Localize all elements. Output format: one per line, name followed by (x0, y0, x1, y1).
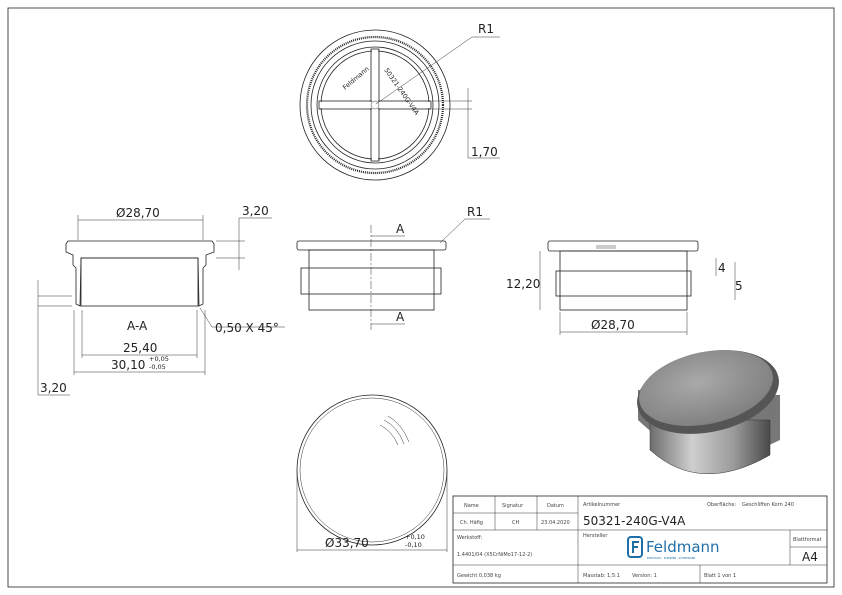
bottom-diameter: Ø33,70 (325, 536, 369, 550)
material-label: Werkstoff: (457, 535, 483, 541)
sheet-border (7, 7, 835, 588)
outer-width-tol-minus: -0,05 (149, 363, 166, 371)
surface-value: Geschliffen Korn 240 (742, 502, 794, 508)
front-view: A A R1 (296, 205, 490, 330)
flange-height-dimension: 3,20 (242, 204, 269, 218)
version: Version: 1 (632, 573, 657, 579)
section-diameter-top: Ø28,70 (116, 206, 160, 220)
bottom-height-dimension: 3,20 (40, 381, 67, 395)
front-radius-label: R1 (467, 205, 483, 219)
title-block: Name Signatur Datum Ch. Häfig CH 23.04.2… (452, 495, 828, 584)
rib-width-dimension: 1,70 (471, 145, 498, 159)
logo-text: Feldmann (646, 538, 720, 556)
section-label: A-A (127, 319, 148, 333)
dim-5: 5 (735, 279, 743, 293)
logo-tagline: EDELSTAHL · KLEMMEN · SCHWEISSEN (647, 556, 695, 560)
chamfer-dimension: 0,50 X 45° (215, 321, 279, 335)
drawing-date: 23.04.2020 (541, 520, 570, 526)
drafter-name: Ch. Häfig (460, 520, 483, 526)
dim-4: 4 (718, 261, 726, 275)
isometric-render (637, 350, 780, 474)
engraving-right: 50321-240G-V4A (382, 67, 421, 117)
date-header: Datum (547, 503, 564, 509)
section-marker-top: A (396, 222, 405, 236)
outer-width-tol-plus: +0,05 (149, 355, 169, 363)
knurl-ring (305, 35, 445, 175)
article-number: 50321-240G-V4A (583, 514, 686, 528)
material-value: 1.4401/04 (X5CrNiMo17-12-2) (457, 552, 532, 558)
section-view: Ø28,70 3,20 A-A 0,50 X 45° 25,40 30,10 +… (37, 204, 285, 396)
surface-label: Oberfläche: (707, 502, 736, 508)
weight: Gewicht 0,038 kg (457, 573, 501, 579)
feldmann-logo: Feldmann EDELSTAHL · KLEMMEN · SCHWEISSE… (627, 536, 720, 560)
inner-width-dimension: 25,40 (123, 341, 157, 355)
sheet-number: Blatt 1 von 1 (704, 573, 736, 579)
side-view: 12,20 4 5 Ø28,70 (506, 240, 743, 335)
outer-width-dimension: 30,10 (111, 358, 145, 372)
bottom-tol-plus: +0,10 (405, 533, 425, 541)
section-marker-bottom: A (396, 310, 405, 324)
side-diameter: Ø28,70 (591, 318, 635, 332)
name-header: Name (464, 503, 479, 509)
height-dimension: 12,20 (506, 277, 540, 291)
bottom-tol-minus: -0,10 (405, 541, 422, 549)
article-label: Artikelnummer (583, 502, 621, 508)
bottom-view: Ø33,70 +0,10 -0,10 (296, 394, 448, 552)
format-value: A4 (802, 550, 818, 564)
format-label: Blattformat (793, 537, 822, 543)
manufacturer-label: Hersteller (583, 533, 608, 539)
engraving-left: Feldmann (341, 65, 371, 92)
signature-header: Signatur (502, 503, 524, 509)
scale: Masstab: 1,5:1 (583, 573, 620, 579)
drafter-signature: CH (512, 520, 519, 526)
top-radius-label: R1 (478, 22, 494, 36)
top-view: Feldmann 50321-240G-V4A R1 1,70 (299, 22, 500, 181)
